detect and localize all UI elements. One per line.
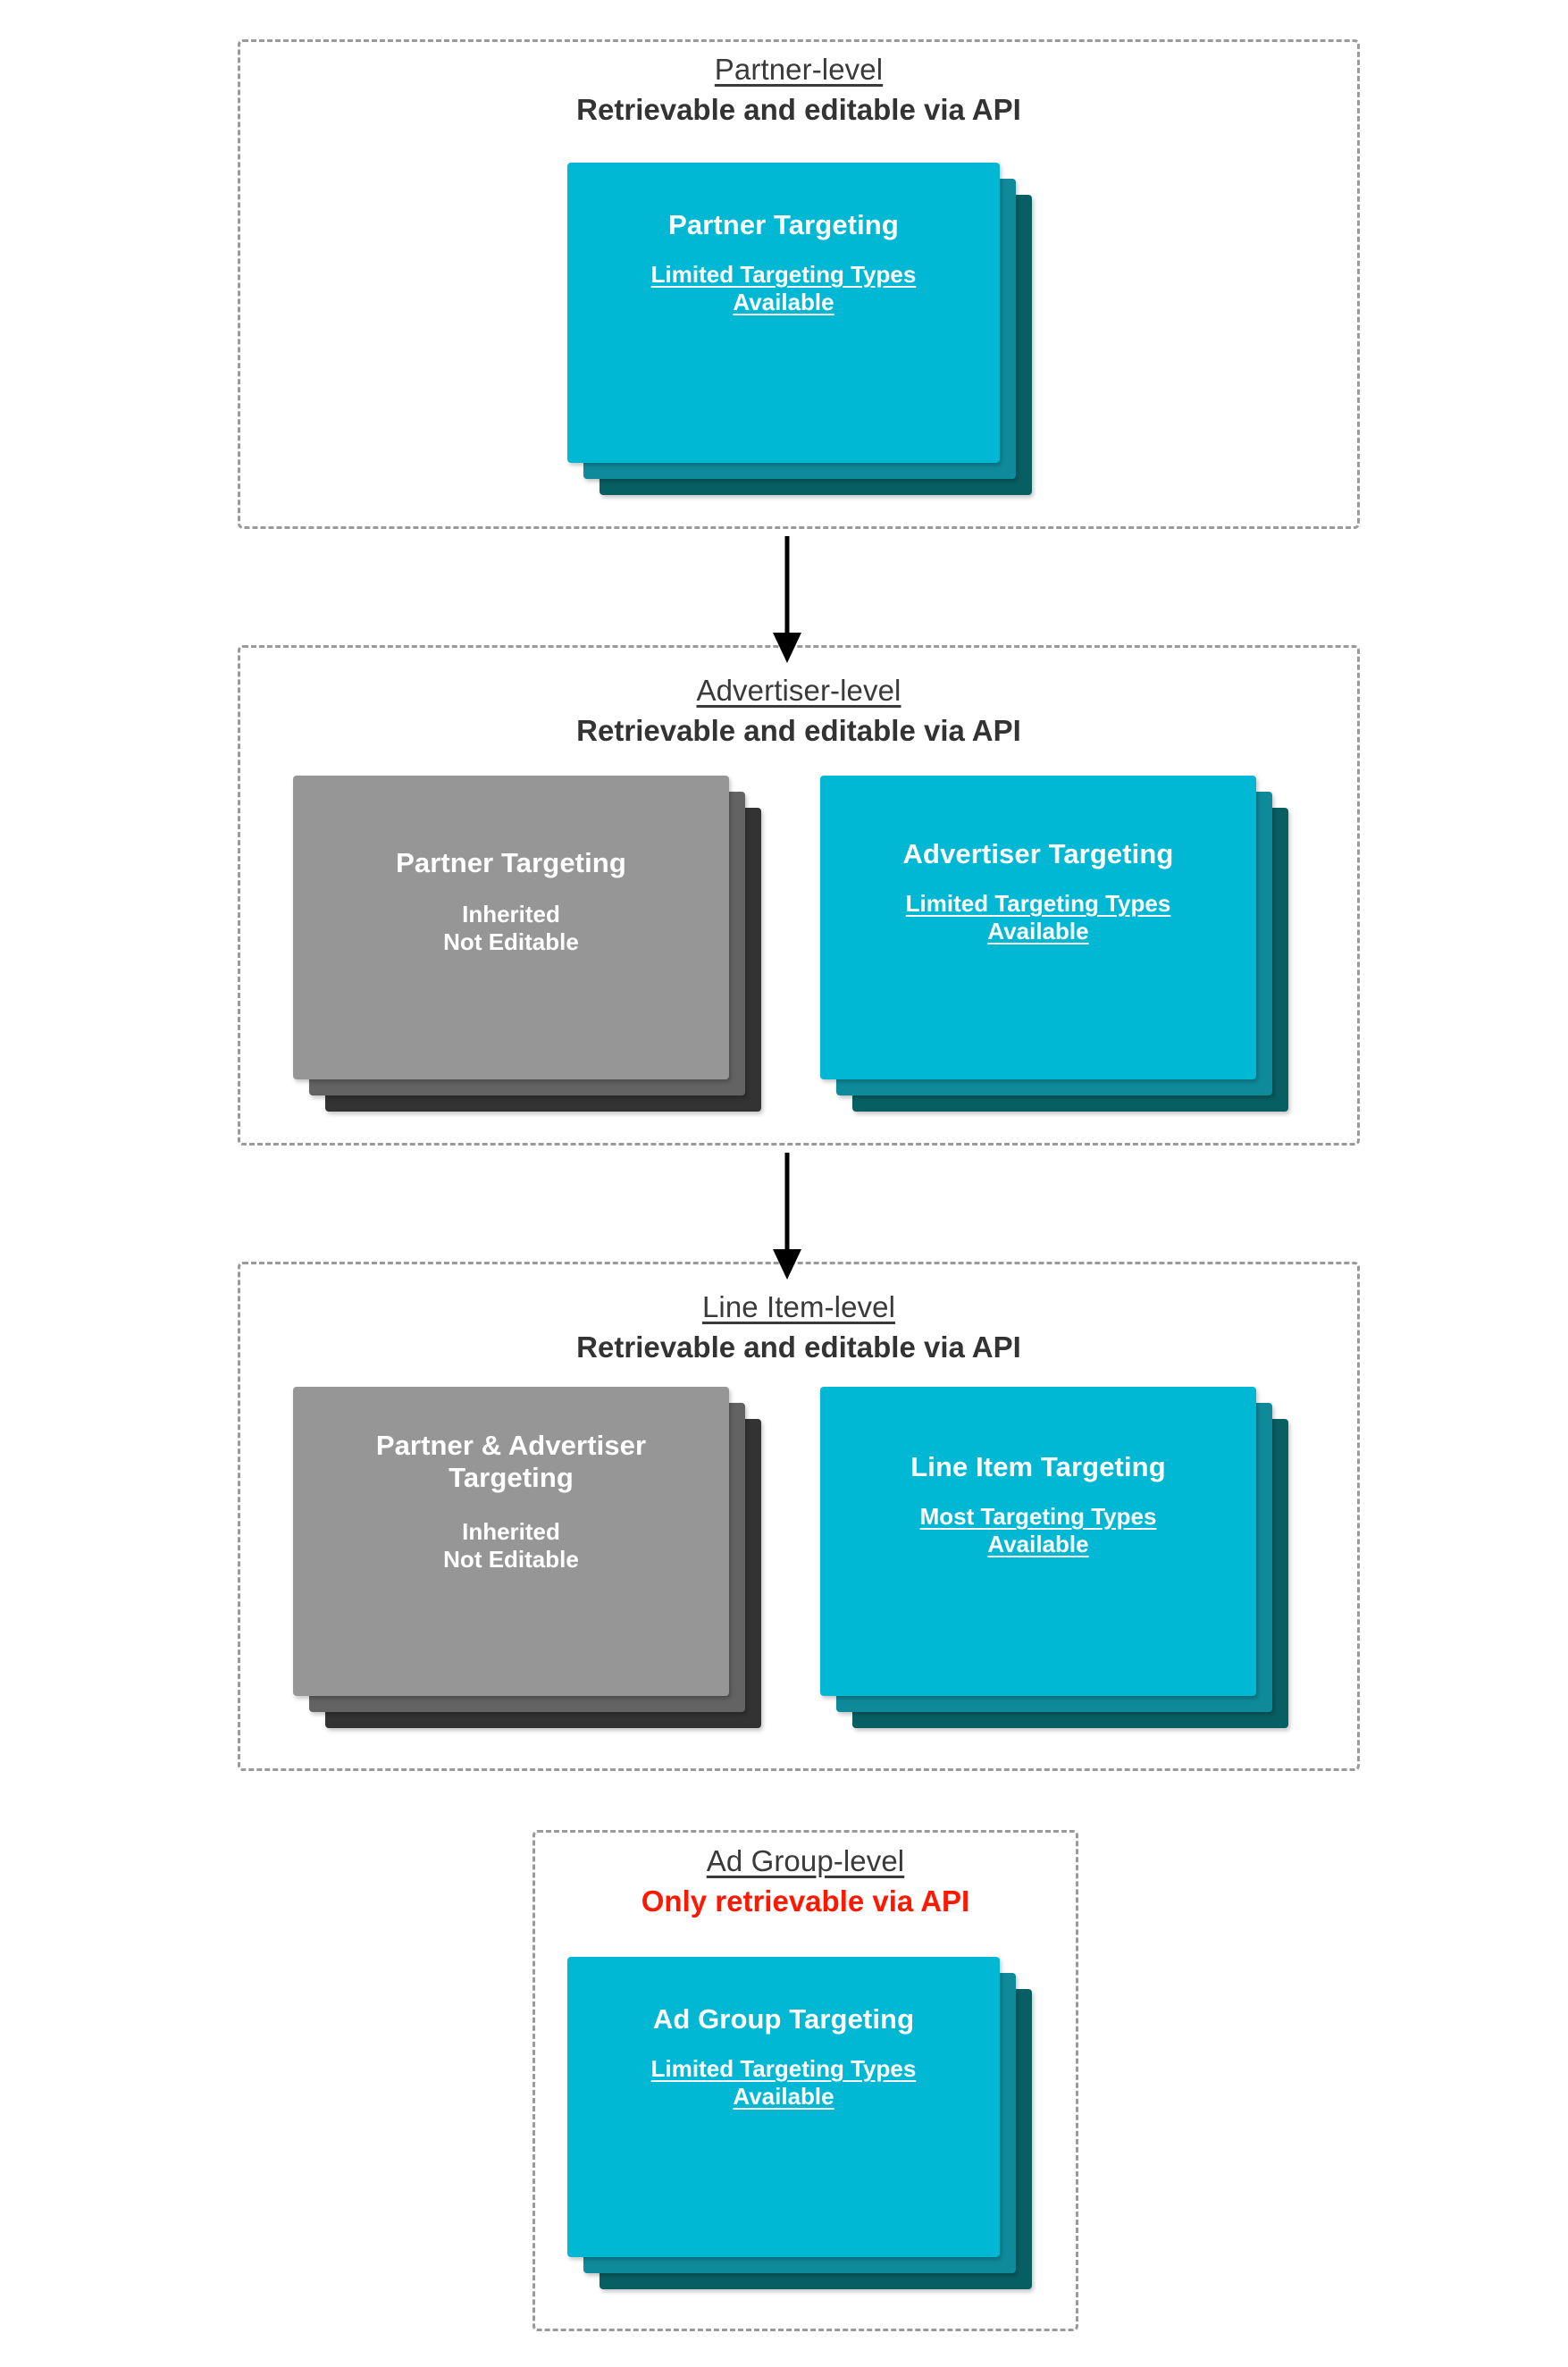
card-stack-line-item-targeting[interactable]: Line Item Targeting Most Targeting Types…: [820, 1387, 1321, 1744]
arrow-partner-to-advertiser: [766, 536, 809, 663]
card-subtext-partner-targeting: Limited Targeting Types Available: [650, 261, 917, 316]
card-face-ad-group-targeting[interactable]: [567, 1957, 1000, 2257]
arrow-shaft: [784, 1153, 790, 1253]
card-content-ad-group-targeting: Ad Group Targeting Limited Targeting Typ…: [567, 1957, 1000, 2257]
card-face-partner-targeting[interactable]: [567, 163, 1000, 463]
card-face-advertiser-targeting[interactable]: [820, 776, 1256, 1079]
card-title-inherited-partner-targeting: Partner Targeting: [396, 847, 626, 878]
card-face-line-item-targeting[interactable]: [820, 1387, 1256, 1696]
card-subtext-advertiser-targeting: Limited Targeting Types Available: [905, 890, 1171, 945]
card-title-line-item-targeting: Line Item Targeting: [910, 1451, 1166, 1482]
card-subtext-ad-group-targeting: Limited Targeting Types Available: [650, 2055, 917, 2111]
arrow-shaft: [784, 536, 790, 636]
card-subtext-line-item-targeting: Most Targeting Types Available: [919, 1503, 1157, 1558]
card-content-partner-targeting: Partner Targeting Limited Targeting Type…: [567, 163, 1000, 463]
card-subtext-inherited-partner-advertiser-targeting: Inherited Not Editable: [443, 1517, 579, 1573]
card-content-line-item-targeting: Line Item Targeting Most Targeting Types…: [820, 1387, 1256, 1696]
card-subtext-inherited-partner-targeting: Inherited Not Editable: [443, 901, 579, 956]
card-content-inherited-partner-targeting: Partner Targeting Inherited Not Editable: [293, 776, 729, 1079]
card-stack-partner-targeting[interactable]: Partner Targeting Limited Targeting Type…: [567, 163, 1032, 495]
card-stack-advertiser-inherited-partner[interactable]: Partner Targeting Inherited Not Editable: [293, 776, 793, 1126]
card-stack-ad-group-targeting[interactable]: Ad Group Targeting Limited Targeting Typ…: [567, 1957, 1068, 2307]
card-face-inherited-partner-targeting[interactable]: [293, 776, 729, 1079]
arrow-advertiser-to-line-item: [766, 1153, 809, 1280]
card-face-inherited-partner-advertiser-targeting[interactable]: [293, 1387, 729, 1696]
level-container-partner: [238, 39, 1360, 529]
card-title-advertiser-targeting: Advertiser Targeting: [902, 838, 1174, 869]
arrow-head: [773, 633, 801, 663]
card-content-inherited-partner-advertiser-targeting: Partner & Advertiser Targeting Inherited…: [293, 1387, 729, 1696]
arrow-head: [773, 1249, 801, 1280]
card-title-ad-group-targeting: Ad Group Targeting: [652, 2003, 915, 2035]
card-content-advertiser-targeting: Advertiser Targeting Limited Targeting T…: [820, 776, 1256, 1079]
card-title-inherited-partner-advertiser-targeting: Partner & Advertiser Targeting: [375, 1430, 647, 1494]
level-container-ad-group: [532, 1830, 1078, 2331]
card-stack-advertiser-targeting[interactable]: Advertiser Targeting Limited Targeting T…: [820, 776, 1321, 1126]
card-stack-line-item-inherited[interactable]: Partner & Advertiser Targeting Inherited…: [293, 1387, 793, 1744]
card-title-partner-targeting: Partner Targeting: [668, 209, 899, 240]
